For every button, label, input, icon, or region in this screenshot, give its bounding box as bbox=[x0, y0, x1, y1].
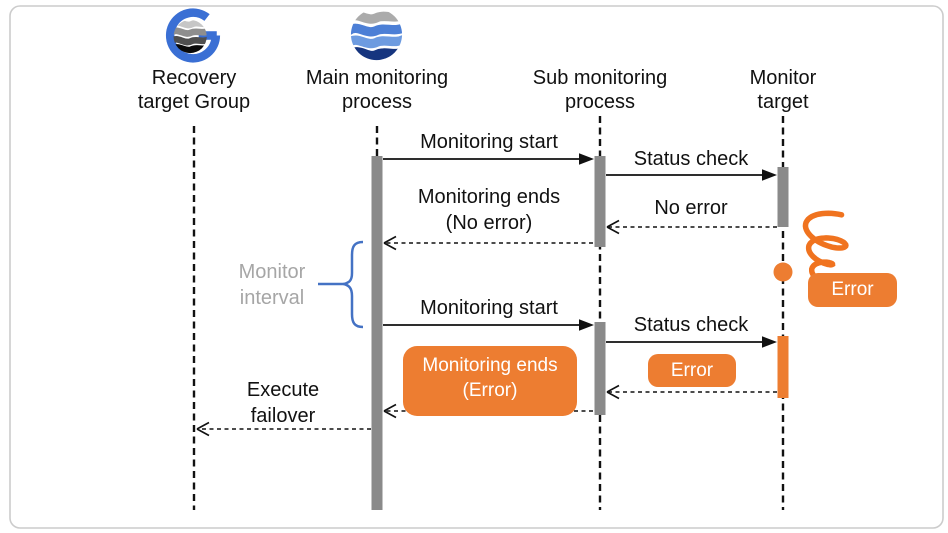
actor-label-line: process bbox=[341, 91, 413, 113]
label-monitoring-ends-ok: Monitoring ends (No error) bbox=[389, 184, 589, 236]
arrow-monitoring-start-1 bbox=[383, 153, 594, 165]
arrow-status-check-1 bbox=[606, 169, 777, 181]
arrow-no-error-return bbox=[606, 219, 777, 235]
label-monitoring-start-1: Monitoring start bbox=[420, 131, 558, 153]
actor-label-line: Sub monitoring bbox=[532, 67, 668, 89]
actor-label-line: Main monitoring bbox=[305, 67, 449, 89]
actor-label-line: process bbox=[564, 91, 636, 113]
error-spring-icon bbox=[802, 210, 849, 286]
arrow-execute-failover bbox=[196, 421, 371, 437]
activation-bar-main bbox=[371, 156, 383, 510]
arrow-status-check-2 bbox=[606, 336, 777, 348]
label-no-error: No error bbox=[654, 197, 728, 219]
activation-bar-target-1 bbox=[777, 167, 789, 227]
label-monitor-interval: Monitor interval bbox=[222, 259, 322, 311]
arrow-monitoring-ends-ok-return bbox=[383, 235, 593, 251]
actor-label-line: Recovery bbox=[151, 67, 237, 89]
label-line: failover bbox=[250, 405, 316, 427]
callout-line: (Error) bbox=[462, 380, 518, 401]
label-line: interval bbox=[239, 287, 305, 309]
label-line: Monitor bbox=[238, 261, 306, 283]
label-status-check-1: Status check bbox=[633, 148, 749, 170]
activation-bar-target-error bbox=[777, 336, 789, 398]
callout-line: Monitoring ends bbox=[422, 355, 558, 376]
callout-error-return: Error bbox=[648, 354, 736, 387]
label-line: Monitoring ends bbox=[417, 186, 561, 208]
main-process-icon bbox=[347, 5, 406, 69]
actor-label-line: Monitor bbox=[749, 67, 817, 89]
actor-label-line: target bbox=[757, 91, 809, 113]
actor-header-main-process: Main monitoring process bbox=[297, 66, 457, 114]
arrow-error-return bbox=[606, 384, 777, 400]
label-monitoring-start-2: Monitoring start bbox=[420, 297, 558, 319]
label-status-check-2: Status check bbox=[633, 314, 749, 336]
slide-border bbox=[9, 5, 944, 529]
activation-bar-sub-1 bbox=[594, 156, 606, 247]
monitor-interval-brace bbox=[318, 240, 364, 329]
actor-header-monitor-target: Monitor target bbox=[703, 66, 863, 114]
actor-header-recovery-group: Recovery target Group bbox=[114, 66, 274, 114]
label-line: (No error) bbox=[445, 212, 533, 234]
error-dot bbox=[773, 262, 793, 282]
actor-header-sub-process: Sub monitoring process bbox=[520, 66, 680, 114]
activation-bar-sub-2 bbox=[594, 322, 606, 415]
label-execute-failover: Execute failover bbox=[213, 377, 353, 429]
arrow-monitoring-start-2 bbox=[383, 319, 594, 331]
actor-label-line: target Group bbox=[137, 91, 251, 113]
callout-error-event: Error bbox=[808, 273, 897, 307]
recovery-group-icon bbox=[164, 7, 222, 69]
callout-monitoring-ends-error: Monitoring ends (Error) bbox=[403, 346, 577, 416]
label-line: Execute bbox=[246, 379, 320, 401]
